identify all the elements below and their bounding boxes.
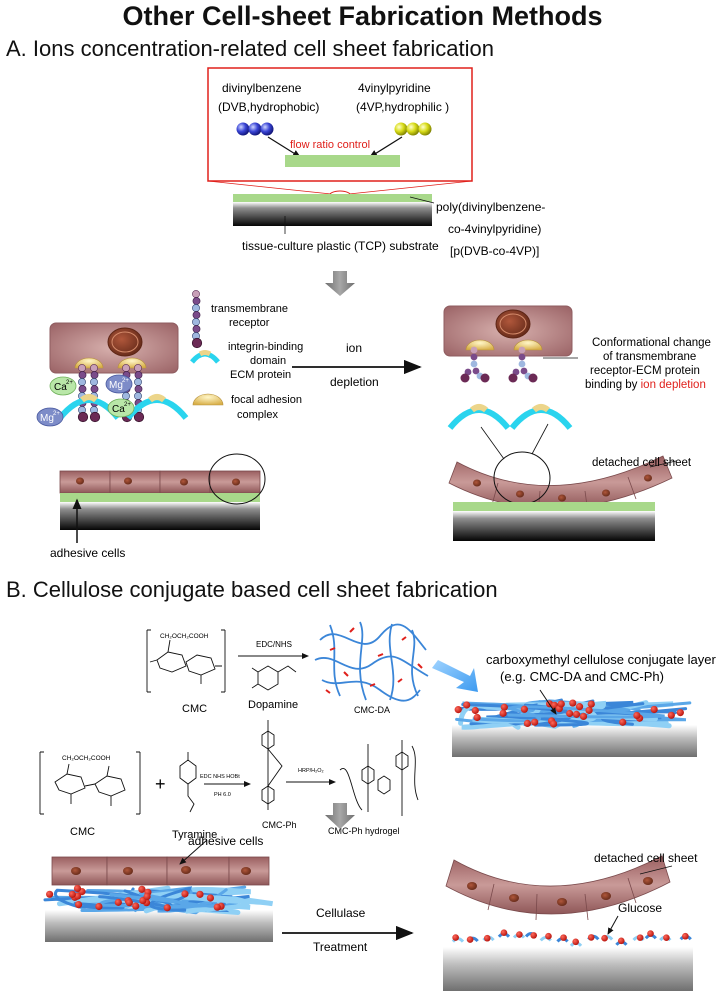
plus-sign: +	[155, 774, 166, 794]
vp-name: 4vinylpyridine	[358, 81, 431, 95]
svg-text:Ca: Ca	[54, 382, 67, 393]
legend-receptor-2: receptor	[229, 317, 270, 329]
legend-ecm-1: integrin-binding	[228, 341, 303, 353]
cmc-da-network	[314, 621, 429, 702]
cmc-formula: CH₂OCH₂COOH	[160, 633, 209, 640]
copolymer-label-2: co-4vinylpyridine)	[448, 222, 541, 236]
ion-ca-1: Ca 2+	[49, 376, 77, 396]
down-arrow-b	[325, 803, 355, 829]
ion-ca-2: Ca 2+	[107, 398, 135, 418]
conformational-label-2: of transmembrane	[603, 351, 696, 363]
legend-receptor-1: transmembrane	[211, 303, 288, 315]
cell-detached-diagram	[443, 305, 573, 430]
dvb-molecules	[236, 122, 274, 136]
reagent-hrp: HRP/H₂O₂	[298, 768, 324, 774]
svg-text:2+: 2+	[66, 380, 73, 386]
blue-arrow	[432, 660, 478, 692]
zoom-circle-left	[208, 453, 266, 505]
receptor-legend-icon	[191, 290, 203, 349]
legend-ecm-2: domain	[250, 355, 286, 367]
adhesive-layer-b	[43, 856, 274, 942]
legend-fa-2: complex	[237, 409, 278, 421]
cmc-ph-structure	[261, 720, 283, 810]
conformational-label-3: receptor-ECM protein	[590, 365, 700, 377]
cmc-structure-2	[39, 751, 141, 815]
focal-adhesion-legend-icon	[192, 393, 224, 406]
tcp-substrate	[233, 202, 432, 226]
flow-ratio-label: flow ratio control	[290, 139, 370, 151]
conjugate-label-1: carboxymethyl cellulose conjugate layer	[486, 652, 716, 667]
tyramine-structure	[179, 752, 197, 813]
section-b-heading: B. Cellulose conjugate based cell sheet …	[6, 577, 498, 602]
legend-fa-1: focal adhesion	[231, 394, 302, 406]
vp-description: (4VP,hydrophilic )	[356, 100, 449, 114]
ion-mg-2: Mg 2+	[36, 407, 64, 427]
cmc-ph-label: CMC-Ph	[262, 820, 297, 830]
cmc-formula-2: CH₂OCH₂COOH	[62, 755, 111, 762]
svg-text:Mg: Mg	[40, 413, 54, 424]
conjugate-layer	[452, 698, 697, 757]
cell-row	[59, 470, 261, 494]
figure-title: Other Cell-sheet Fabrication Methods	[122, 1, 603, 31]
vp-molecules	[394, 122, 432, 136]
copolymer-label-3: [p(DVB-co-4VP)]	[450, 244, 539, 258]
polymer-coating	[233, 194, 432, 202]
tyramine-label: Tyramine	[172, 829, 217, 841]
adhesive-cells-label-b: adhesive cells	[188, 834, 263, 848]
glucose-label: Glucose	[618, 901, 662, 915]
polymer-film-zoom	[285, 155, 400, 167]
svg-text:2+: 2+	[124, 402, 131, 408]
conformational-label-1: Conformational change	[592, 337, 711, 349]
cellulase-arrow: Cellulase Treatment	[282, 906, 414, 954]
dvb-name: divinylbenzene	[222, 81, 302, 95]
conformational-label-4: binding by ion depletion	[585, 379, 706, 391]
svg-text:Ca: Ca	[112, 404, 125, 415]
conjugate-label-2: (e.g. CMC-DA and CMC-Ph)	[500, 669, 664, 684]
ecm-legend-icon	[190, 351, 220, 364]
detached-label-b: detached cell sheet	[594, 851, 698, 865]
copolymer-label-1: poly(divinylbenzene-	[436, 200, 545, 214]
dopamine-structure	[251, 665, 297, 691]
svg-text:Mg: Mg	[109, 380, 123, 391]
glucose-fragments	[451, 929, 692, 947]
cmc-structure-1	[146, 629, 226, 693]
cell-attached-diagram: Ca 2+ Mg 2+ Mg 2+ Ca 2+	[36, 322, 189, 427]
ion-mg-1: Mg 2+	[105, 374, 133, 394]
fiber-layer	[454, 698, 692, 730]
dvb-description: (DVB,hydrophobic)	[218, 100, 319, 114]
detached-label-a: detached cell sheet	[592, 457, 692, 469]
substrate-label: tissue-culture plastic (TCP) substrate	[242, 239, 439, 253]
down-arrow-a	[325, 271, 355, 296]
cmc-ph-hydrogel-label: CMC-Ph hydrogel	[328, 826, 400, 836]
dopamine-label: Dopamine	[248, 699, 298, 711]
svg-text:ion: ion	[346, 341, 362, 355]
substrate-b-right	[452, 725, 697, 757]
adhesive-layer-a	[59, 453, 266, 530]
adhesive-cells-label-a: adhesive cells	[50, 546, 125, 560]
detached-sheet-a	[448, 423, 673, 541]
reagent-edc-nhs-hobt: EDC NHS HOBt	[200, 774, 240, 780]
cmc-label-2: CMC	[70, 826, 95, 838]
legend-a: transmembrane receptor integrin-binding …	[190, 290, 303, 421]
cmc-ph-hydrogel-structure	[339, 740, 419, 816]
cmc-label-1: CMC	[182, 703, 207, 715]
monomer-box: divinylbenzene (DVB,hydrophobic) 4vinylp…	[207, 67, 473, 182]
ion-depletion-arrow: ion depletion	[292, 341, 422, 389]
svg-text:depletion: depletion	[330, 375, 379, 389]
section-a-heading: A. Ions concentration-related cell sheet…	[6, 36, 494, 61]
svg-text:2+: 2+	[53, 411, 60, 417]
cmc-da-label: CMC-DA	[354, 705, 390, 715]
svg-text:Cellulase: Cellulase	[316, 906, 366, 920]
reagent-edc-nhs: EDC/NHS	[256, 640, 292, 649]
legend-ecm-3: ECM protein	[230, 369, 291, 381]
svg-text:2+: 2+	[122, 378, 129, 384]
svg-text:Treatment: Treatment	[313, 940, 368, 954]
reagent-ph: PH 6.0	[214, 792, 231, 798]
detached-sheet-b	[443, 855, 693, 991]
